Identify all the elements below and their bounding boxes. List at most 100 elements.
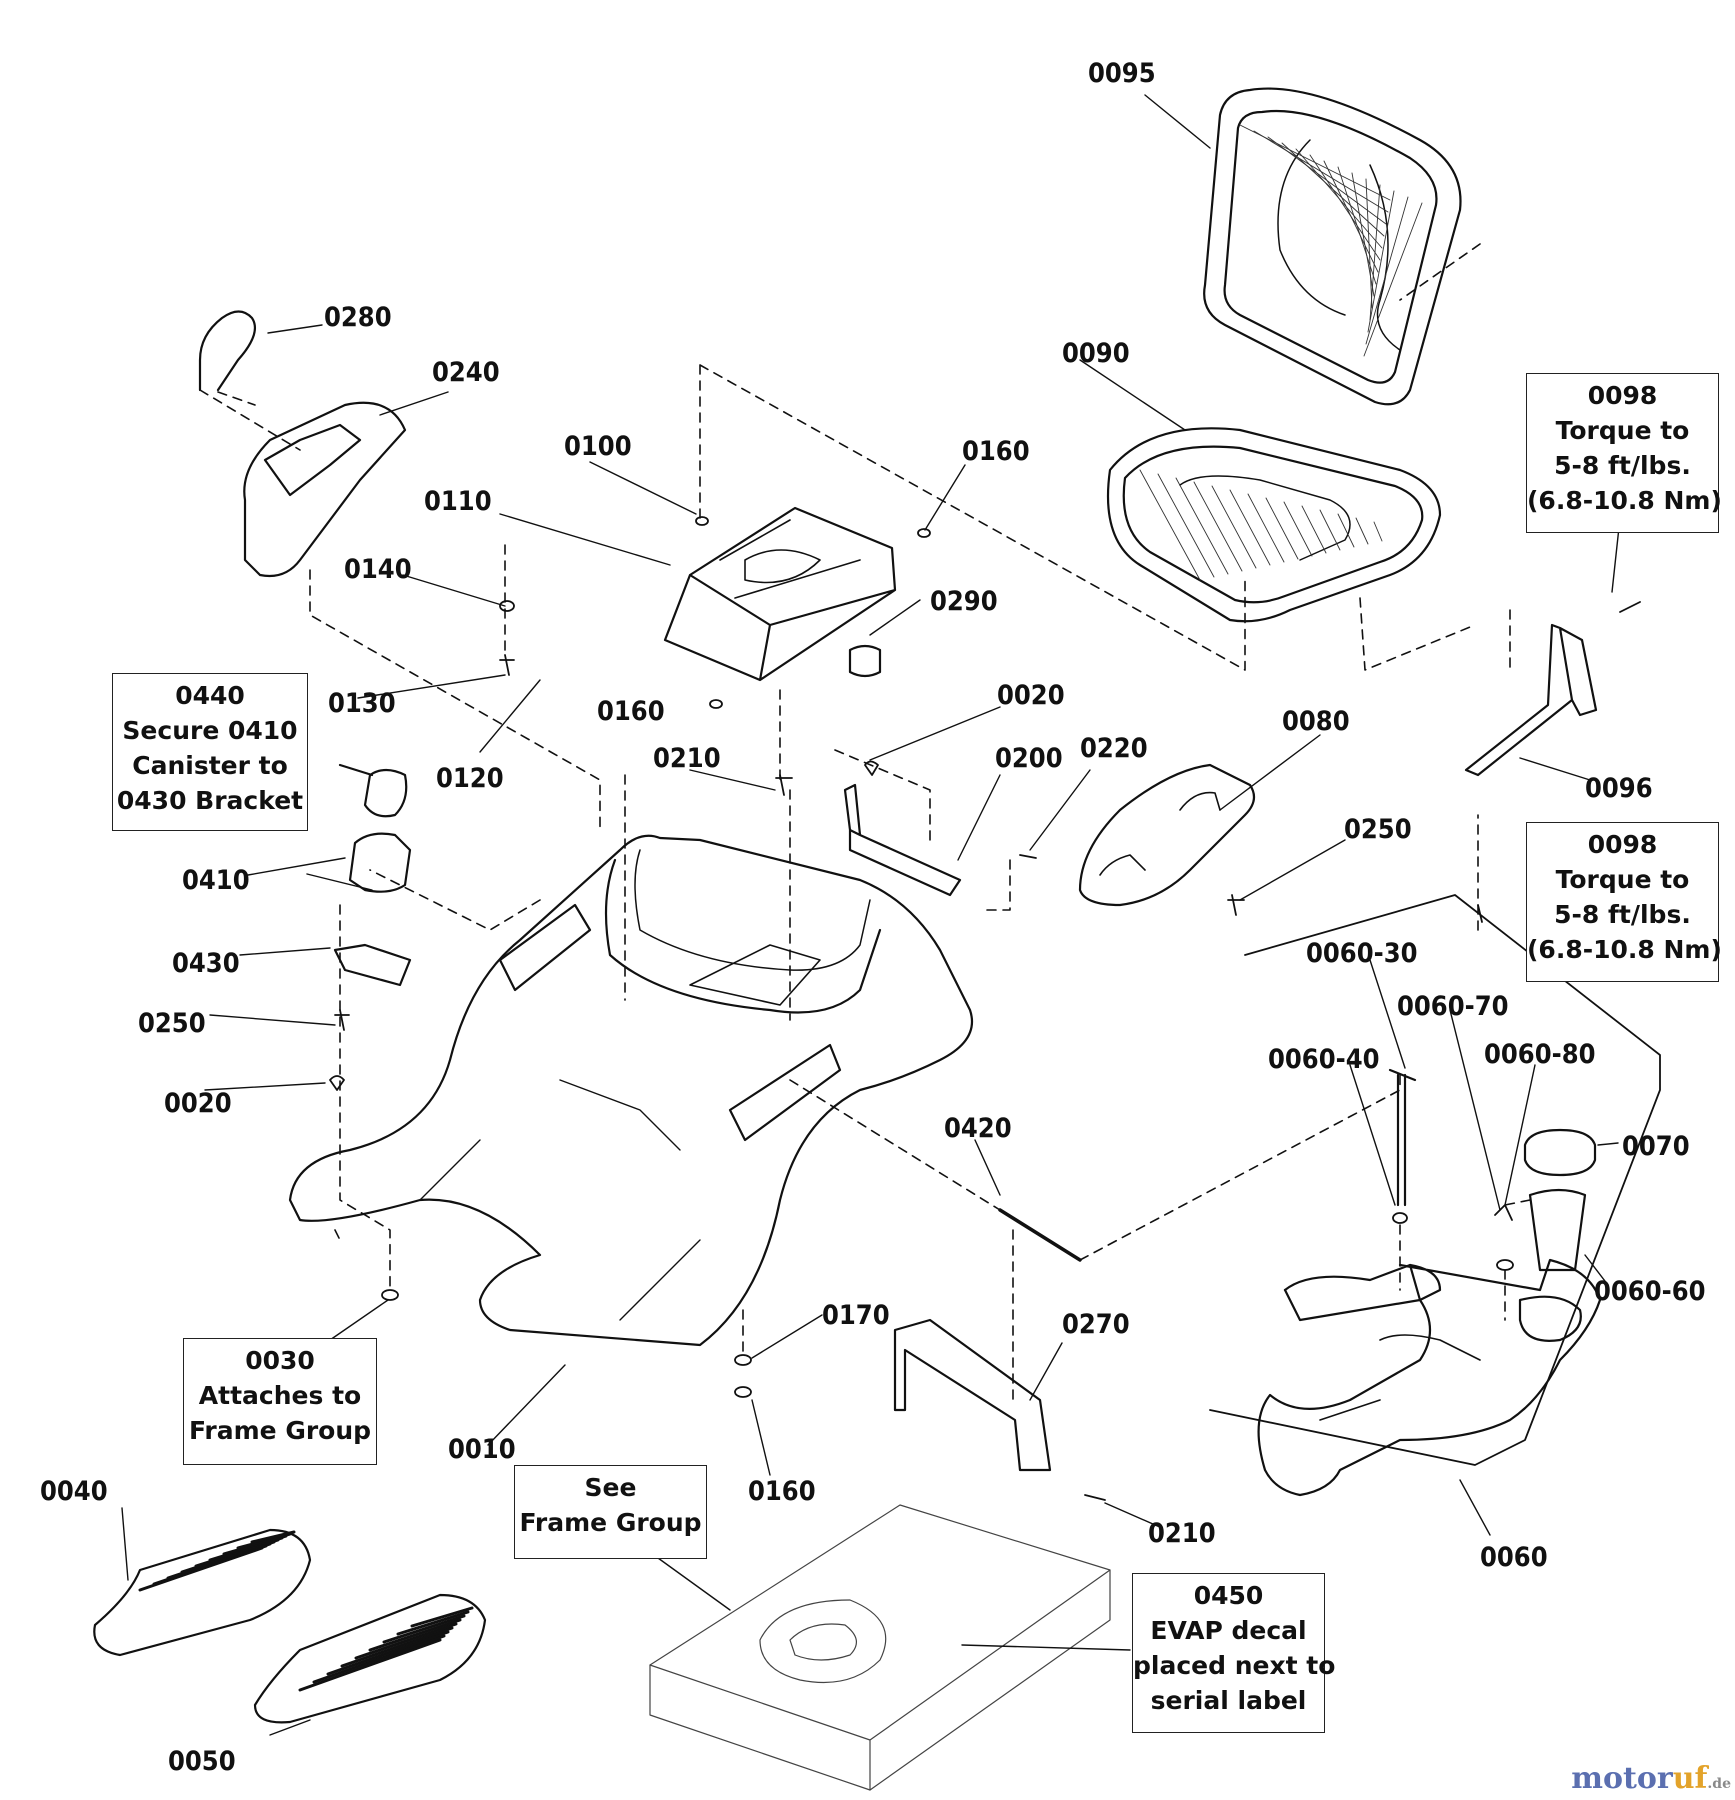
floor-mat-0040: [93, 1528, 312, 1657]
label-0040: 0040: [40, 1476, 108, 1507]
mat-rib: [326, 1630, 450, 1676]
part-labels: 0095 0090 0098 0096 0280 0240 0100 0110 …: [40, 58, 1706, 1777]
see-frame-note-line1: See: [584, 1473, 637, 1502]
mat-rib: [410, 1606, 474, 1628]
mat-rib: [298, 1638, 442, 1692]
frame-attach-note-line1: Attaches to: [198, 1381, 362, 1410]
evap-note: 0450 EVAP decal placed next to serial la…: [1132, 1573, 1336, 1733]
rear-fender-0010: [288, 834, 974, 1347]
fuel-cap-0070: [1523, 1128, 1597, 1177]
torque-note-bottom-line2: 5-8 ft/lbs.: [1554, 900, 1691, 929]
mesh-line: [1211, 485, 1257, 569]
fuel-tank-0060: [1257, 1258, 1602, 1497]
frame-attach-note-line2: Frame Group: [188, 1416, 372, 1445]
label-0120: 0120: [436, 763, 504, 794]
shift-cover-0240: [243, 401, 407, 578]
label-0160-mid: 0160: [597, 696, 665, 727]
bracket-0200: [843, 783, 962, 897]
watermark-logo: motoruf.de: [1571, 1761, 1731, 1796]
seat-pan-0110: [663, 506, 897, 682]
canister-note-line2: Canister to: [132, 751, 288, 780]
evap-note-number: 0450: [1193, 1581, 1264, 1610]
label-0250-right: 0250: [1344, 814, 1412, 845]
mesh-line: [1337, 513, 1355, 548]
mesh-line: [1365, 178, 1373, 309]
shift-rod-0280: [198, 310, 256, 392]
mesh-line: [1369, 184, 1381, 321]
frame-sketch: [649, 1504, 1111, 1791]
mat-ribs: [138, 1530, 474, 1692]
fuel-pickup-0060-30: [1388, 1068, 1417, 1207]
canister-0410: [348, 832, 412, 893]
label-0070: 0070: [1622, 1131, 1690, 1162]
torque-note-bottom-line1: Torque to: [1555, 865, 1690, 894]
strap-0440: [338, 763, 408, 818]
label-0080: 0080: [1282, 706, 1350, 737]
label-0420: 0420: [944, 1113, 1012, 1144]
hardware-fasteners: [329, 516, 1641, 1501]
label-0060-40: 0060-40: [1268, 1044, 1380, 1075]
canister-note-number: 0440: [175, 681, 245, 710]
label-0210-top: 0210: [653, 743, 721, 774]
seat-back-shape: [1203, 87, 1462, 406]
label-0140: 0140: [344, 554, 412, 585]
mat-rib: [354, 1622, 458, 1660]
label-0220: 0220: [1080, 733, 1148, 764]
label-0170: 0170: [822, 1300, 890, 1331]
mesh-line: [1139, 469, 1201, 581]
see-frame-note-line2: Frame Group: [519, 1508, 702, 1537]
label-0160-top: 0160: [962, 436, 1030, 467]
mesh-line: [1323, 160, 1379, 273]
tank-group-outline: [1209, 894, 1661, 1466]
support-0270: [893, 1318, 1052, 1472]
label-0130: 0130: [328, 688, 396, 719]
mesh-line: [1175, 477, 1229, 575]
mat-rib: [396, 1610, 470, 1636]
label-0020-left: 0020: [164, 1088, 232, 1119]
seat-bottom-shape: [1106, 427, 1442, 623]
torque-note-bottom-line3: (6.8-10.8 Nm): [1527, 935, 1722, 964]
see-frame-note: See Frame Group: [514, 1465, 707, 1559]
torque-note-top: 0098 Torque to 5-8 ft/lbs. (6.8-10.8 Nm): [1526, 373, 1722, 533]
label-0010: 0010: [448, 1434, 516, 1465]
label-0250-left: 0250: [138, 1008, 206, 1039]
bracket-0430: [333, 943, 412, 987]
canister-note: 0440 Secure 0410 Canister to 0430 Bracke…: [112, 673, 308, 831]
evap-note-line2: placed next to: [1133, 1651, 1336, 1680]
mat-rib: [368, 1618, 462, 1652]
mesh-line: [1193, 481, 1243, 572]
seat-mesh: [1139, 124, 1423, 581]
mat-rib: [340, 1626, 454, 1668]
torque-note-top-number: 0098: [1587, 381, 1658, 410]
label-0160-bottom: 0160: [748, 1476, 816, 1507]
mesh-line: [1301, 505, 1327, 554]
label-0100: 0100: [564, 431, 632, 462]
evap-note-line3: serial label: [1150, 1686, 1307, 1715]
label-0410: 0410: [182, 865, 250, 896]
mesh-line: [1365, 196, 1409, 345]
label-0050: 0050: [168, 1746, 236, 1777]
filler-neck-0060-60: [1528, 1188, 1587, 1272]
leader-lines: [121, 94, 1621, 1736]
torque-note-top-line3: (6.8-10.8 Nm): [1527, 486, 1722, 515]
label-0430: 0430: [172, 948, 240, 979]
label-0060-70: 0060-70: [1397, 991, 1509, 1022]
label-0090: 0090: [1062, 338, 1130, 369]
label-0280: 0280: [324, 302, 392, 333]
label-0060-30: 0060-30: [1306, 938, 1418, 969]
canister-note-line3: 0430 Bracket: [116, 786, 304, 815]
label-0060: 0060: [1480, 1542, 1548, 1573]
canister-note-line1: Secure 0410: [122, 716, 298, 745]
label-0060-60: 0060-60: [1594, 1276, 1706, 1307]
mesh-line: [1373, 521, 1383, 542]
label-0060-80: 0060-80: [1484, 1039, 1596, 1070]
mesh-line: [1319, 509, 1341, 551]
label-0200: 0200: [995, 743, 1063, 774]
mesh-line: [1229, 489, 1271, 566]
torque-note-top-line1: Torque to: [1555, 416, 1690, 445]
evap-note-line1: EVAP decal: [1150, 1616, 1307, 1645]
mesh-line: [1355, 517, 1369, 545]
torque-note-top-line2: 5-8 ft/lbs.: [1554, 451, 1691, 480]
